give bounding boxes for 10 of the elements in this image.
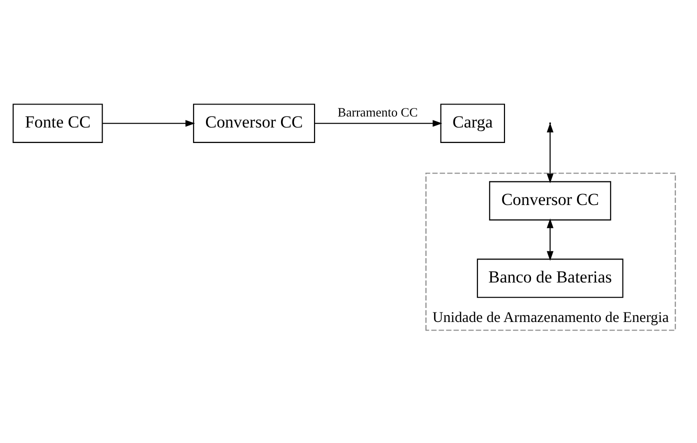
node-box: Fonte CC: [12, 104, 103, 143]
arrow: [102, 120, 196, 127]
arrow: [546, 122, 554, 184]
node-box: Carga: [440, 104, 506, 143]
arrow: [546, 218, 554, 261]
edge-label: Barramento CC: [338, 106, 418, 120]
node-box: Conversor CC: [489, 181, 612, 220]
node-box: Banco de Baterias: [476, 258, 624, 298]
arrow: [314, 120, 442, 127]
node-box: Conversor CC: [193, 104, 316, 143]
